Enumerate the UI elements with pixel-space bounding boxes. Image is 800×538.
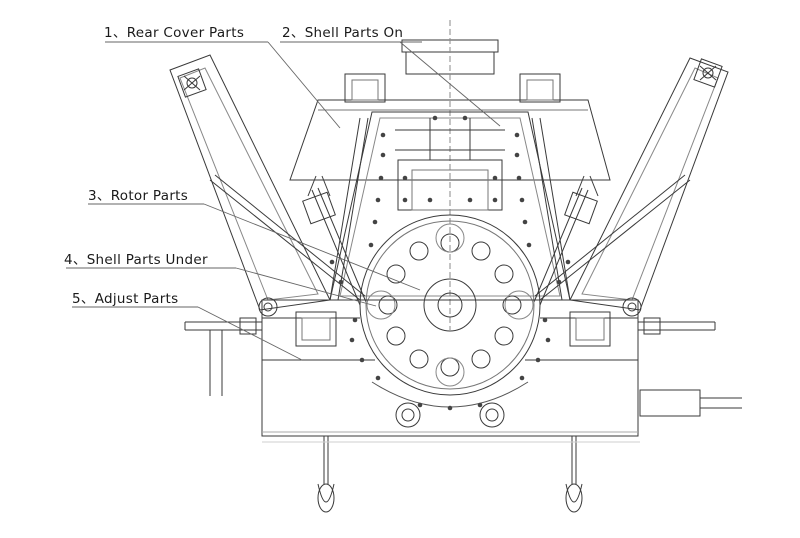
label-shell-parts-under: 4、Shell Parts Under xyxy=(64,252,208,268)
adjust-rods xyxy=(185,318,715,396)
bolt-heads xyxy=(329,115,571,411)
upper-hopper xyxy=(290,74,610,180)
feed-inlet xyxy=(402,20,498,330)
leader-lines xyxy=(66,42,500,360)
label-shell-parts-on: 2、Shell Parts On xyxy=(282,25,404,41)
right-guard xyxy=(640,390,742,416)
label-rotor-parts: 3、Rotor Parts xyxy=(88,188,189,204)
label-adjust-parts: 5、Adjust Parts xyxy=(72,291,179,307)
pivot-pins xyxy=(259,298,641,316)
liner-rods xyxy=(210,118,690,305)
rotor xyxy=(360,215,540,395)
label-rear-cover-parts: 1、Rear Cover Parts xyxy=(104,25,245,41)
lifting-hooks xyxy=(317,436,583,513)
